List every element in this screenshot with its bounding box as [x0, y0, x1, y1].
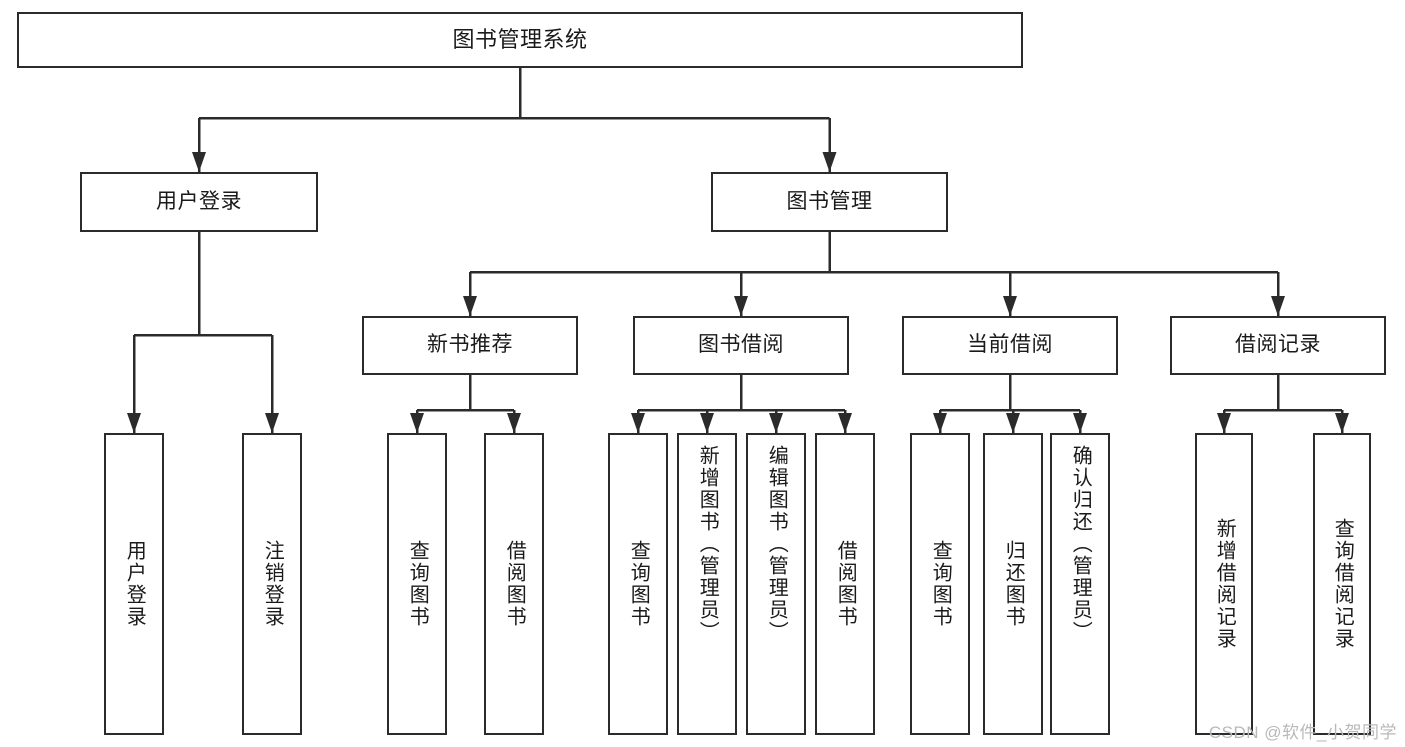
node-leaf-cur-query[interactable]: 查询图书	[910, 433, 970, 735]
node-new-book-rec[interactable]: 新书推荐	[362, 316, 578, 375]
arrowhead-icon	[1335, 413, 1349, 433]
node-label: 查询图书	[406, 540, 429, 628]
arrowhead-icon	[1073, 413, 1087, 433]
arrowhead-icon	[822, 152, 837, 172]
node-label: 新增借阅记录	[1213, 518, 1236, 650]
arrowhead-icon	[463, 296, 477, 316]
watermark: CSDN @软件_小贺同学	[1208, 723, 1397, 742]
node-label: 当前借阅	[967, 333, 1053, 357]
node-leaf-user-login[interactable]: 用户登录	[104, 433, 164, 735]
arrowhead-icon	[507, 413, 521, 433]
node-label: 借阅记录	[1235, 333, 1321, 357]
node-leaf-borrow-add[interactable]: 新增图书（管理员）	[677, 433, 737, 735]
node-label: 新增图书（管理员）	[696, 445, 719, 643]
arrowhead-icon	[838, 413, 852, 433]
node-book-manage[interactable]: 图书管理	[711, 172, 948, 232]
arrowhead-icon	[933, 413, 947, 433]
node-label: 编辑图书（管理员）	[765, 445, 788, 643]
node-leaf-rec-query[interactable]: 查询图书	[387, 433, 447, 735]
node-borrow-record[interactable]: 借阅记录	[1170, 316, 1386, 375]
node-label: 用户登录	[156, 189, 242, 213]
arrowhead-icon	[192, 152, 206, 172]
node-user-login[interactable]: 用户登录	[80, 172, 318, 232]
node-book-borrow[interactable]: 图书借阅	[633, 316, 849, 375]
node-label: 确认归还（管理员）	[1069, 445, 1092, 643]
node-label: 注销登录	[261, 540, 284, 628]
node-leaf-cur-confirm[interactable]: 确认归还（管理员）	[1050, 433, 1110, 735]
node-label: 查询借阅记录	[1331, 518, 1354, 650]
node-leaf-rec-search[interactable]: 查询借阅记录	[1313, 433, 1371, 735]
node-label: 图书管理系统	[452, 27, 588, 53]
arrowhead-icon	[734, 296, 748, 316]
arrowhead-icon	[769, 413, 783, 433]
node-label: 查询图书	[627, 540, 650, 628]
node-leaf-borrow-query[interactable]: 查询图书	[608, 433, 668, 735]
arrowhead-icon	[631, 413, 645, 433]
node-label: 借阅图书	[834, 540, 857, 628]
node-label: 查询图书	[929, 540, 952, 628]
node-current-borrow[interactable]: 当前借阅	[902, 316, 1118, 375]
node-leaf-user-logout[interactable]: 注销登录	[242, 433, 302, 735]
node-label: 图书管理	[786, 189, 873, 213]
node-label: 归还图书	[1002, 540, 1025, 628]
arrowhead-icon	[1271, 296, 1285, 316]
node-leaf-rec-add[interactable]: 新增借阅记录	[1195, 433, 1253, 735]
arrowhead-icon	[127, 413, 141, 433]
node-leaf-borrow-edit[interactable]: 编辑图书（管理员）	[746, 433, 806, 735]
arrowhead-icon	[1003, 296, 1017, 316]
node-label: 图书借阅	[698, 333, 784, 357]
node-label: 借阅图书	[503, 540, 526, 628]
arrowhead-icon	[410, 413, 424, 433]
node-root[interactable]: 图书管理系统	[17, 12, 1023, 68]
node-leaf-rec-borrow[interactable]: 借阅图书	[484, 433, 544, 735]
node-leaf-borrow-lend[interactable]: 借阅图书	[815, 433, 875, 735]
arrowhead-icon	[1217, 413, 1231, 433]
arrowhead-icon	[1006, 413, 1020, 433]
node-leaf-cur-return[interactable]: 归还图书	[983, 433, 1043, 735]
node-label: 用户登录	[123, 540, 146, 628]
arrowhead-icon	[700, 413, 714, 433]
node-label: 新书推荐	[427, 333, 513, 357]
arrowhead-icon	[265, 413, 279, 433]
